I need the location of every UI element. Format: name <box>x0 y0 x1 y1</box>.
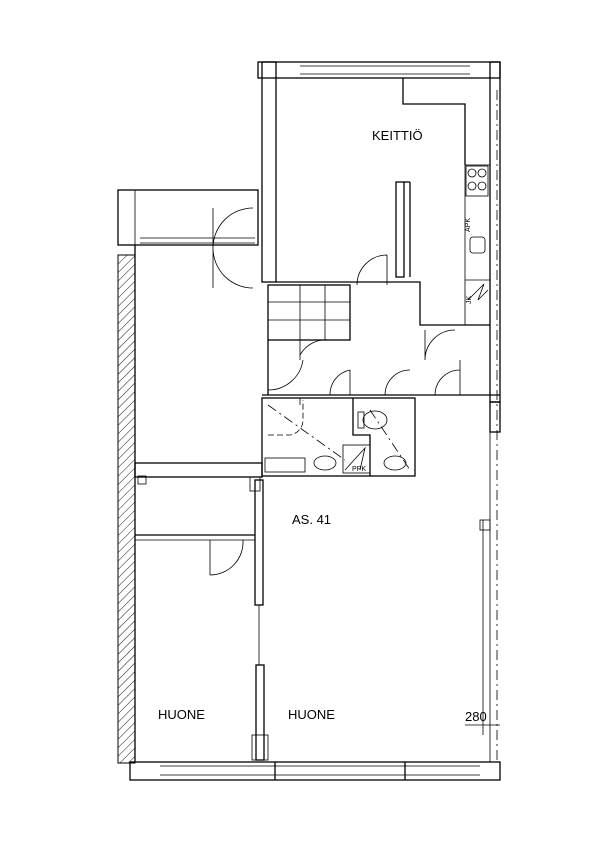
kitchen-counter: APK JK <box>464 164 491 326</box>
ppk-label: PPK <box>352 466 366 473</box>
hallway <box>262 254 500 396</box>
apk-label: APK <box>465 218 472 232</box>
kitchen-walls <box>257 61 501 326</box>
apartment-label: AS. 41 <box>292 512 331 527</box>
room-label-left: HUONE <box>158 707 205 722</box>
bottom-wall <box>129 761 501 781</box>
dimension-label: 280 <box>465 709 487 724</box>
left-block <box>117 189 259 764</box>
right-exterior <box>479 61 501 762</box>
room-label-kitchen: KEITTIÖ <box>372 128 423 143</box>
jk-label: JK <box>466 296 473 305</box>
bathroom: PPK <box>261 397 416 477</box>
interior-walls <box>134 462 269 761</box>
room-label-right: HUONE <box>288 707 335 722</box>
